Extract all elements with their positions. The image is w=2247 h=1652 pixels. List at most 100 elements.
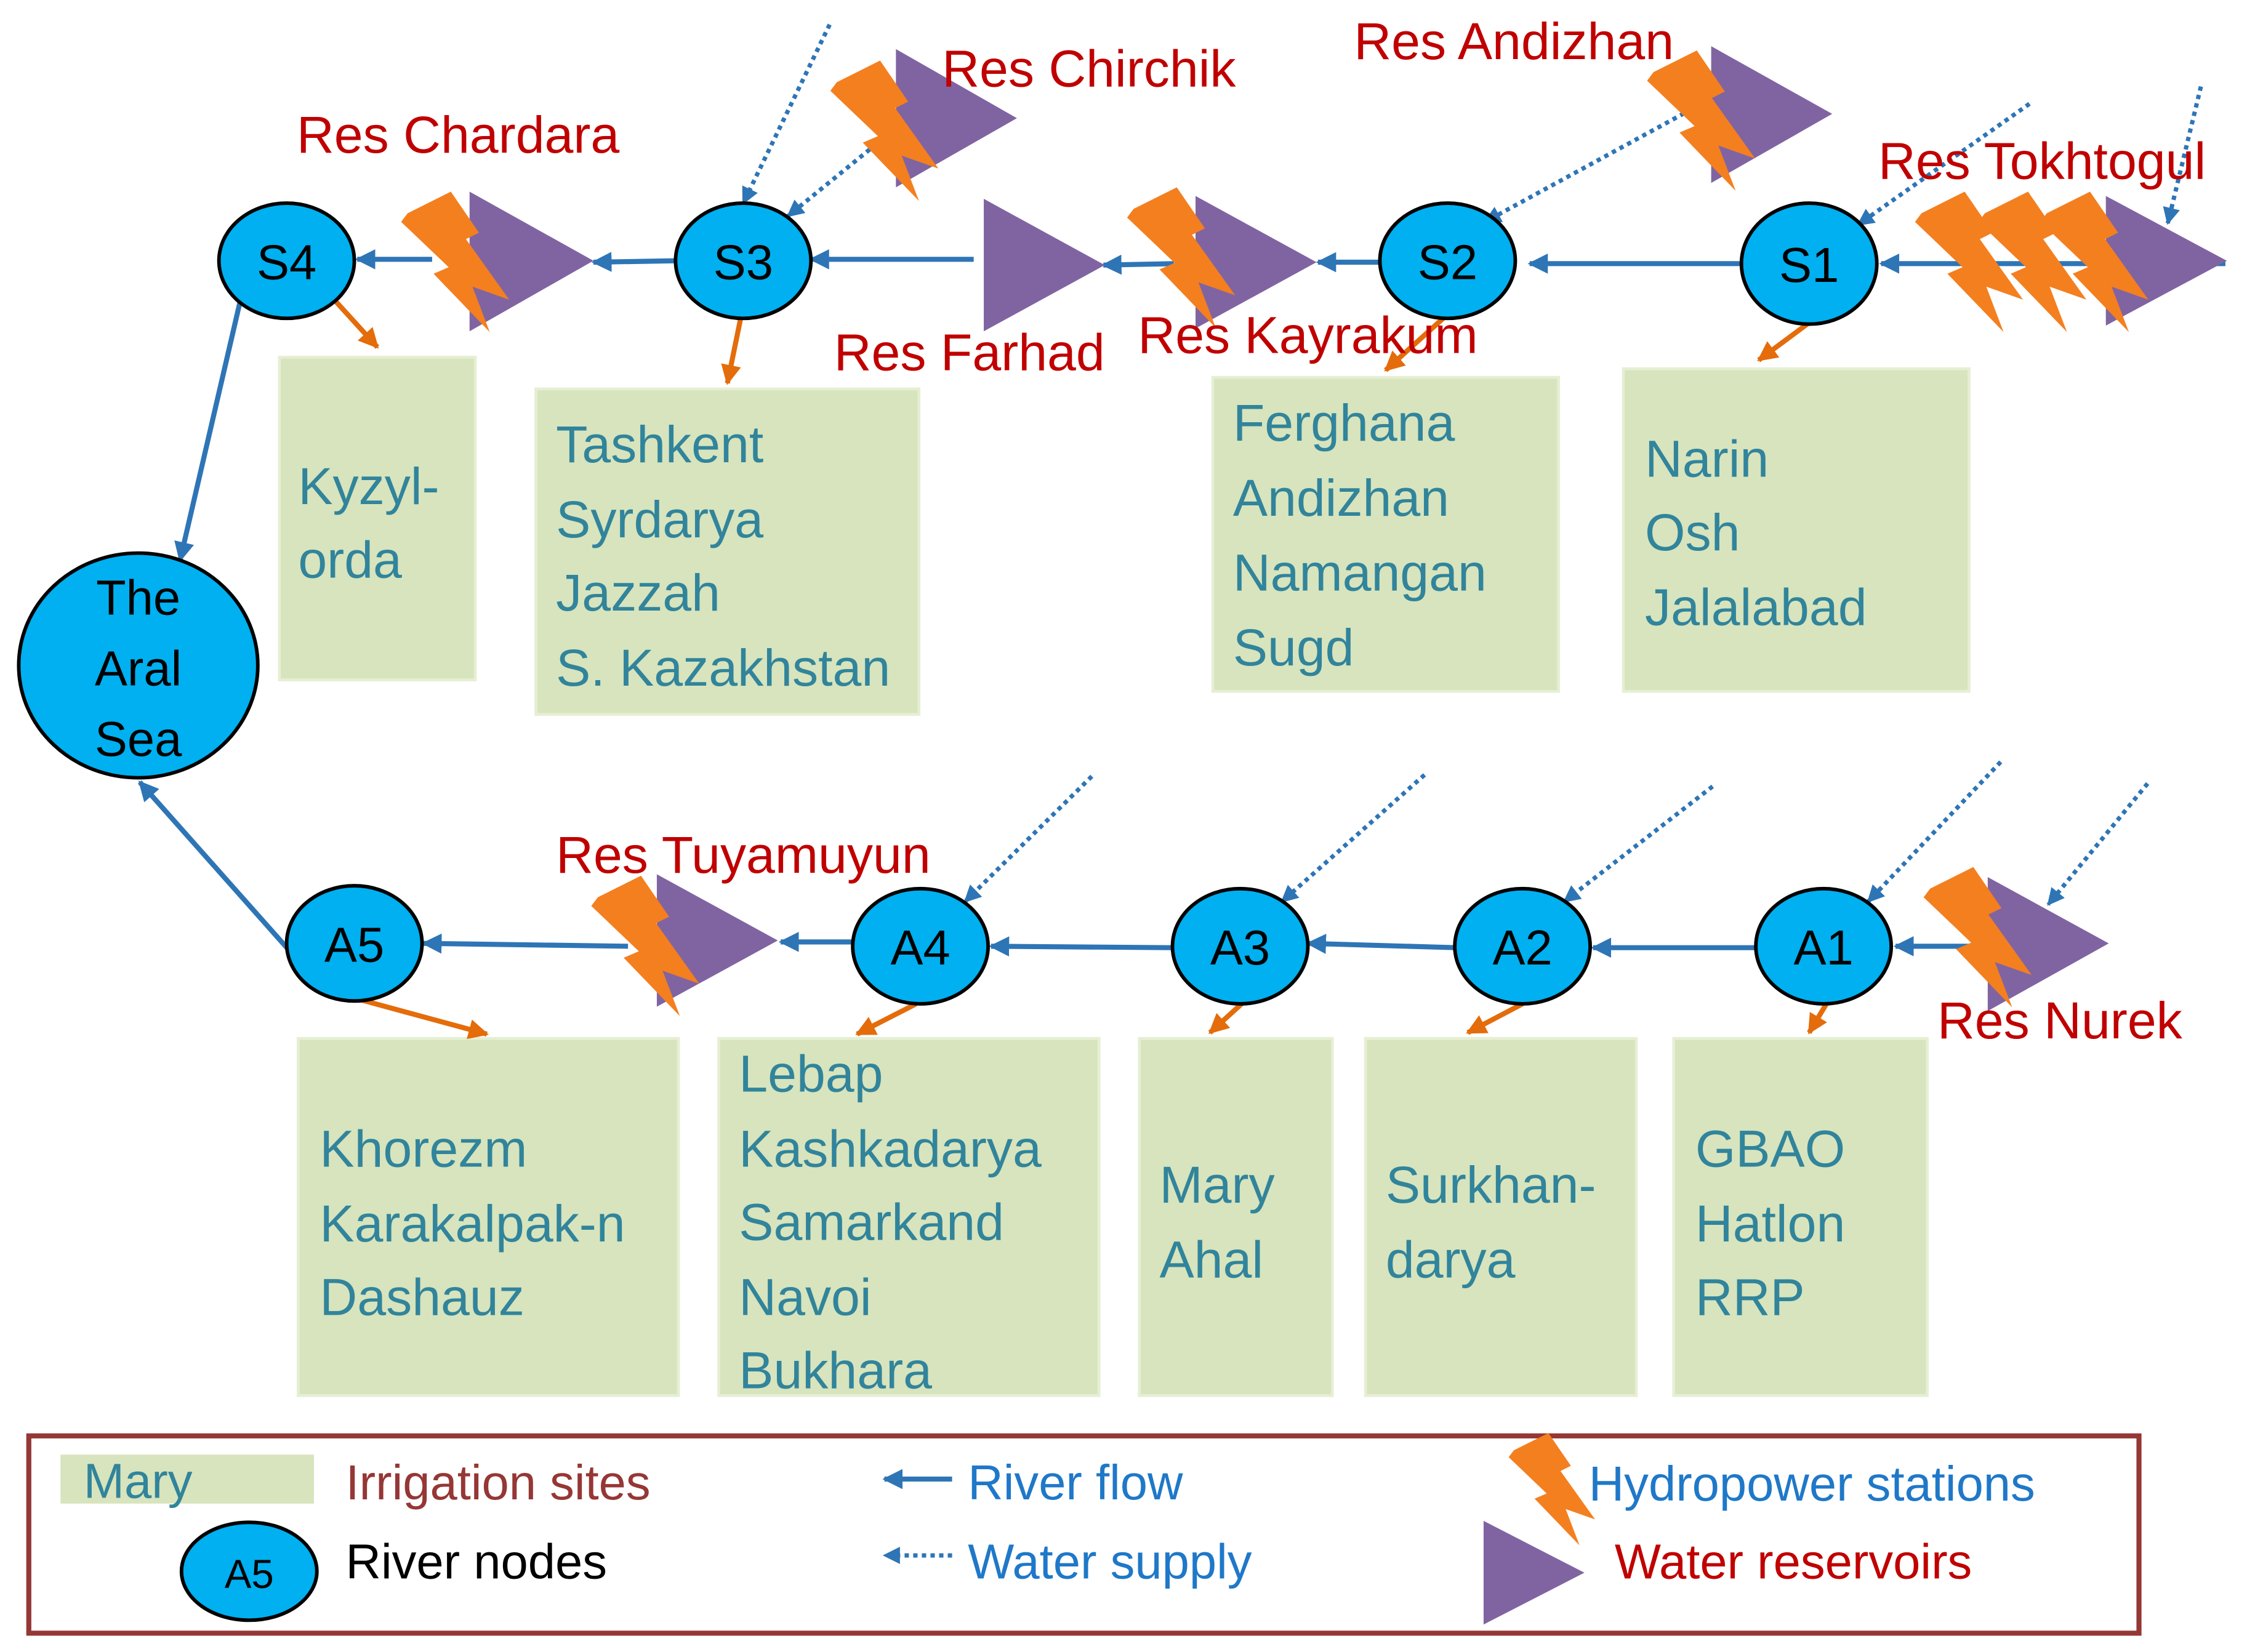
- node-label: S1: [1779, 238, 1839, 292]
- flow-arrow: [137, 780, 291, 951]
- flow-arrow: [1101, 254, 1174, 275]
- site-line: Osh: [1645, 503, 1740, 561]
- supply-arrow: [741, 23, 832, 205]
- flow-arrow: [989, 936, 1172, 956]
- node-label: A2: [1492, 920, 1552, 975]
- reservoir-labels: Res Chardara Res Chirchik Res Andizhan R…: [297, 12, 2206, 1049]
- legend-node-label: River nodes: [346, 1534, 607, 1589]
- node-label: A1: [1793, 920, 1853, 975]
- river-nodes: S1 S2 S3 S4 A1 A2 A3 A4: [17, 201, 1894, 1006]
- node-label: A4: [890, 920, 950, 975]
- irrigation-site-narin: Narin Osh Jalalabad: [1622, 367, 1971, 693]
- reservoir-label-tuyamuyun: Res Tuyamuyun: [556, 826, 931, 884]
- irrigation-site-kyzylorda: Kyzyl- orda: [278, 356, 477, 681]
- reservoir-triangle-icon: [656, 874, 778, 1007]
- sea-label-line: The: [96, 571, 180, 625]
- reservoir-label-chirchik: Res Chirchik: [942, 40, 1236, 98]
- site-line: Sugd: [1233, 619, 1354, 676]
- reservoir-triangle-icon: [2105, 196, 2227, 326]
- allocation-arrow: [1807, 1002, 1829, 1035]
- node-label: S2: [1418, 235, 1477, 289]
- allocation-arrow: [1757, 320, 1811, 363]
- node-label: S4: [257, 235, 316, 289]
- site-line: Samarkand: [739, 1193, 1004, 1251]
- supply-arrow: [2163, 86, 2203, 225]
- allocation-arrow: [1208, 1001, 1244, 1035]
- node-s1: S1: [1739, 201, 1879, 326]
- allocation-arrow: [721, 319, 743, 385]
- aral-sea-node: The Aral Sea: [17, 551, 260, 780]
- reservoir-label-andizhan: Res Andizhan: [1354, 12, 1674, 70]
- site-line: darya: [1386, 1231, 1516, 1289]
- site-line: Tashkent: [556, 415, 763, 473]
- allocation-arrow: [1384, 315, 1447, 372]
- reservoirs: [469, 46, 2227, 1011]
- flow-arrow: [174, 299, 243, 563]
- supply-arrow: [1562, 784, 1714, 904]
- reservoir-label-nurek: Res Nurek: [1937, 992, 2183, 1049]
- node-a1: A1: [1754, 886, 1894, 1006]
- node-a3: A3: [1170, 886, 1310, 1006]
- supply-arrow: [1280, 773, 1426, 904]
- legend-node-sample: [179, 1520, 319, 1622]
- site-line: Khorezm: [320, 1120, 527, 1177]
- site-line: Jalalabad: [1645, 579, 1867, 636]
- site-line: Jazzah: [556, 564, 720, 622]
- site-line: GBAO: [1695, 1120, 1845, 1177]
- site-line: Ferghana: [1233, 394, 1455, 452]
- site-line: Bukhara: [739, 1342, 932, 1400]
- flow-arrow: [591, 252, 677, 272]
- supply-arrow: [1856, 102, 2031, 227]
- node-a2: A2: [1453, 886, 1593, 1006]
- legend-border: [26, 1433, 2142, 1636]
- irrigation-site-gbao: GBAO Hatlon RRP: [1672, 1037, 1929, 1397]
- node-label: S3: [713, 235, 773, 289]
- site-line: Andizhan: [1233, 469, 1449, 527]
- site-line: Dashauz: [320, 1268, 524, 1326]
- supply-arrow: [786, 87, 945, 218]
- allocation-arrow: [353, 995, 489, 1040]
- site-line: Kashkadarya: [739, 1120, 1042, 1177]
- site-line: Surkhan-: [1386, 1156, 1596, 1214]
- reservoir-label-tokhtogul: Res Tokhtogul: [1878, 132, 2206, 190]
- site-line: Namangan: [1233, 543, 1487, 601]
- supply-arrow: [963, 774, 1093, 904]
- irrigation-site-mary: Mary Ahal: [1138, 1037, 1334, 1397]
- node-label: A3: [1210, 920, 1270, 975]
- site-line: Ahal: [1159, 1231, 1263, 1289]
- reservoir-label-kayrakum: Res Kayrakum: [1138, 306, 1477, 364]
- node-s4: S4: [217, 201, 356, 321]
- allocation-arrow: [1466, 1001, 1524, 1035]
- reservoir-triangle-icon: [1711, 46, 1833, 183]
- node-s2: S2: [1378, 201, 1517, 321]
- site-line: S. Kazakhstan: [556, 639, 890, 697]
- node-a5: A5: [284, 884, 424, 1003]
- water-supplies: [741, 23, 2203, 906]
- site-line: Syrdarya: [556, 491, 763, 548]
- allocation-arrows: [332, 298, 1829, 1040]
- legend-node-sample-text: A5: [225, 1552, 274, 1597]
- site-line: orda: [298, 531, 402, 588]
- legend-site-sample-text: Mary: [84, 1453, 193, 1508]
- irrigation-site-khorezm: Khorezm Karakalpak-n Dashauz: [296, 1037, 680, 1397]
- legend: Mary Irrigation sites A5 River nodes Riv…: [26, 1433, 2142, 1636]
- legend-flow-label: River flow: [968, 1455, 1183, 1510]
- legend-supply-label: Water supply: [968, 1534, 1252, 1589]
- node-s3: S3: [673, 201, 813, 321]
- node-label: A5: [324, 918, 384, 972]
- legend-hydro-label: Hydropower stations: [1589, 1456, 2035, 1511]
- site-line: RRP: [1695, 1268, 1805, 1326]
- reservoir-label-farhad: Res Farhad: [834, 323, 1105, 381]
- site-line: Kyzyl-: [298, 457, 439, 515]
- supply-arrow: [1867, 760, 2003, 904]
- legend-site-label: Irrigation sites: [346, 1455, 651, 1510]
- legend-site-sample: [60, 1454, 315, 1504]
- site-line: Karakalpak-n: [320, 1195, 625, 1253]
- reservoir-triangle-icon: [984, 199, 1105, 332]
- supply-arrow: [2046, 782, 2150, 906]
- irrigation-site-lebap: Lebap Kashkadarya Samarkand Navoi Bukhar…: [717, 1037, 1101, 1400]
- reservoir-triangle-icon: [1195, 196, 1317, 329]
- allocation-arrow: [855, 1001, 917, 1037]
- legend-reservoir-label: Water reservoirs: [1615, 1534, 1972, 1589]
- site-line: Navoi: [739, 1268, 871, 1326]
